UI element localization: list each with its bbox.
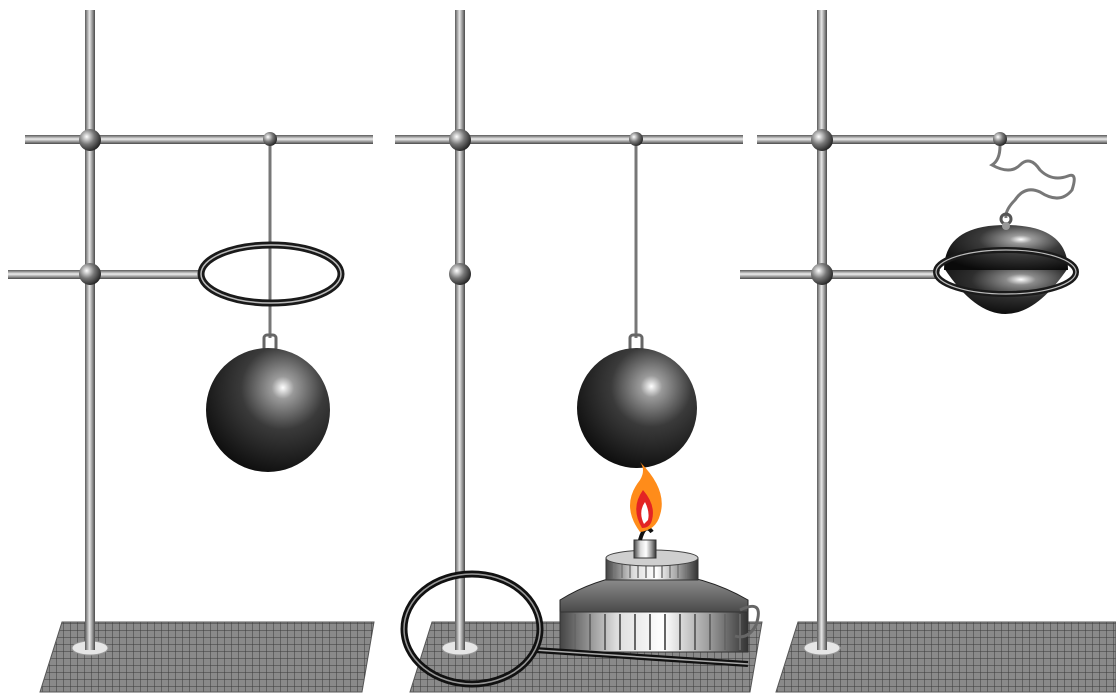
panel-2 [395, 10, 763, 693]
vertical-rod [85, 10, 95, 650]
metal-ball [577, 348, 697, 468]
upper-crossbar [25, 135, 373, 144]
hook-clamp [629, 132, 643, 146]
flame [630, 462, 662, 532]
metal-ring-highlight [935, 249, 1077, 295]
upper-crossbar [757, 135, 1107, 144]
clamp [811, 129, 833, 151]
lower-crossbar [740, 270, 940, 279]
metal-ring-with-handle [400, 570, 749, 688]
vertical-rod [817, 10, 827, 650]
hook-clamp [993, 132, 1007, 146]
alcohol-lamp [559, 526, 760, 653]
clamp [79, 129, 101, 151]
clamp [79, 263, 101, 285]
clamp [449, 129, 471, 151]
hook-clamp [263, 132, 277, 146]
clamp [811, 263, 833, 285]
upper-crossbar [395, 135, 743, 144]
panel-1 [8, 10, 375, 693]
lower-crossbar [8, 270, 203, 279]
metal-ring-highlight [200, 244, 342, 304]
vertical-rod [455, 10, 465, 650]
hanging-chain [989, 145, 1076, 219]
metal-ball [206, 348, 330, 472]
top-nub [1002, 222, 1010, 230]
panel-3 [740, 10, 1116, 693]
clamp [449, 263, 471, 285]
